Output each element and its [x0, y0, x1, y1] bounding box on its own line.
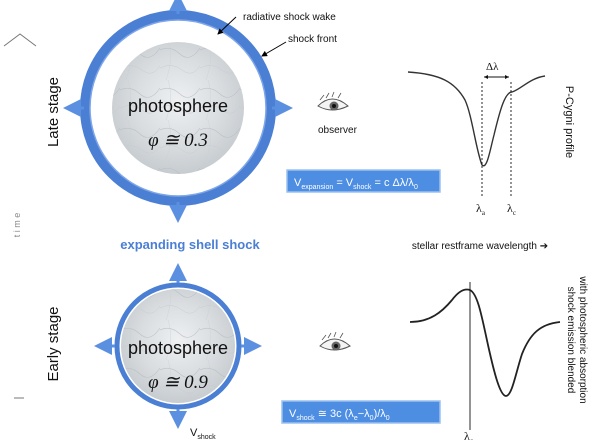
wake-label: radiative shock wake: [243, 12, 336, 23]
early-profile-label-line2: with photospheric absorption: [577, 275, 588, 403]
early-stage-label: Early stage: [45, 306, 62, 381]
time-axis-arrowhead: [3, 33, 37, 47]
early-observer-eye-icon: [319, 331, 351, 351]
lambda-c-label: λc: [507, 201, 516, 217]
late-shock-shell-inner-edge: [89, 19, 267, 197]
early-photosphere-texture: [121, 289, 235, 403]
time-axis: t i m e: [3, 33, 37, 399]
early-lambda-c-label: λc: [464, 429, 473, 440]
time-axis-label: t i m e: [12, 213, 22, 238]
p-cygni-label: P-Cygni profile: [563, 86, 575, 158]
p-cygni-curve: [407, 71, 546, 167]
late-photosphere-label: photosphere: [128, 96, 228, 116]
late-photosphere-texture: [112, 42, 244, 174]
early-phi-value: φ ≅ 0.9: [148, 372, 208, 393]
early-velocity-formula: Vshock ≅ 3c (λe−λ0)/λ0: [289, 408, 390, 422]
late-stage-label: Late stage: [45, 77, 62, 147]
late-velocity-formula: Vexpansion = Vshock = c Δλ/λ0: [294, 177, 418, 191]
p-cygni-profile-plot: Δλ λa λc: [407, 61, 546, 217]
front-label: shock front: [288, 34, 337, 45]
early-shock-shell: [114, 282, 242, 410]
late-observer-eye-icon: [317, 91, 349, 111]
restframe-axis-label: stellar restframe wavelength ➔: [412, 241, 548, 252]
front-callout-line: [261, 41, 287, 57]
early-velocity-box: [281, 400, 441, 424]
lambda-a-label: λa: [476, 201, 486, 217]
wake-callout-line: [217, 16, 237, 35]
early-photosphere-label: photosphere: [128, 338, 228, 358]
observer-label: observer: [318, 125, 358, 136]
delta-lambda-label: Δλ: [486, 61, 499, 73]
early-stage: Early stage photosphere φ ≅ 0.9 Vshock V…: [45, 263, 588, 445]
late-stage: Late stage photosphere φ ≅ 0.3 radiative…: [45, 0, 575, 223]
early-profile-curve: [409, 288, 561, 397]
early-profile-label-line1: shock emission blended: [565, 287, 576, 394]
vshock-label: Vshock: [190, 427, 216, 440]
late-shock-shell: [80, 10, 276, 206]
late-phi-value: φ ≅ 0.3: [148, 130, 208, 151]
late-velocity-box: [286, 169, 441, 193]
expanding-shell-title: expanding shell shock: [120, 237, 260, 252]
